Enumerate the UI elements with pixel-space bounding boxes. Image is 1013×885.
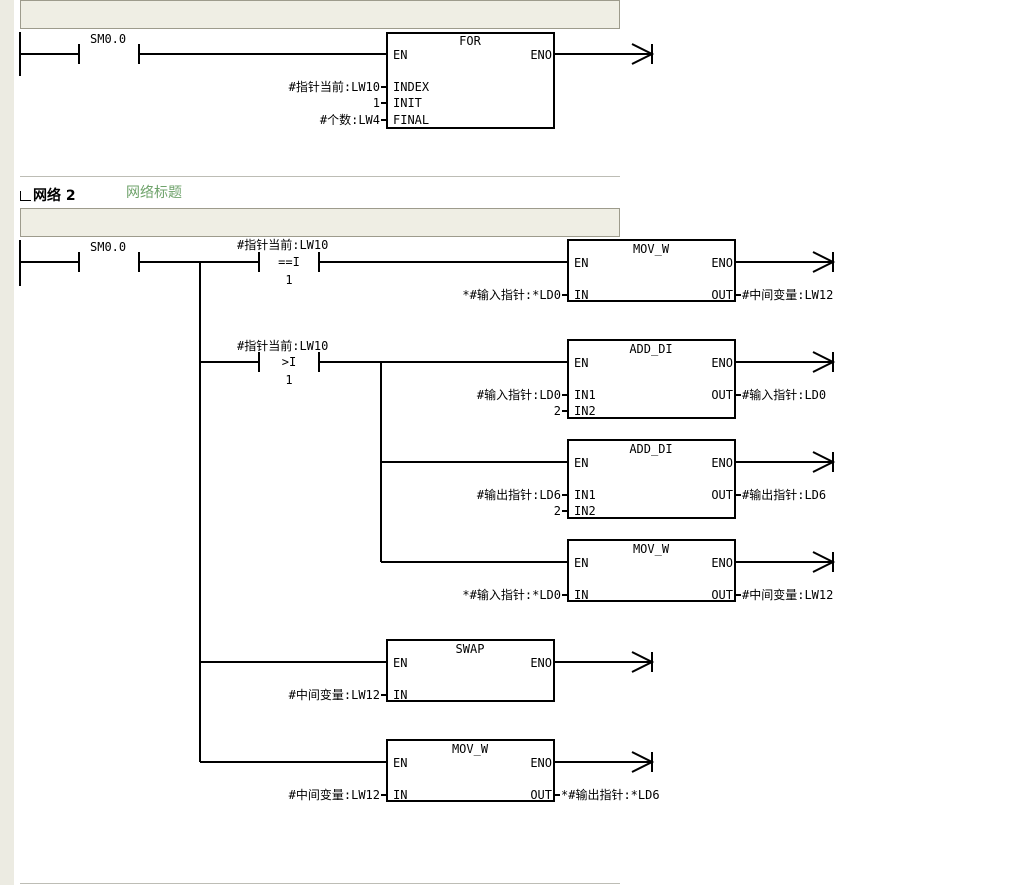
block-name: FOR [459,34,481,48]
operand-label: #输入指针:LD0 [742,387,826,402]
add-di-block-1 [567,339,736,419]
pin-label: FINAL [393,113,429,127]
operand-label: #输出指针:LD6 [477,487,561,502]
pin-label: IN1 [574,488,596,502]
contact-label: SM0.0 [90,32,126,46]
operand-label: #输出指针:LD6 [742,487,826,502]
en-pin: EN [574,256,588,270]
operand-label: #中间变量:LW12 [742,287,833,302]
eno-pin: ENO [711,456,733,470]
block-name: ADD_DI [629,342,672,356]
operand-label: 2 [554,504,561,518]
pin-label: OUT [711,488,733,502]
network2-header[interactable]: 网络 2 [20,185,76,205]
operand-label: #中间变量:LW12 [289,687,380,702]
operand-label: *#输出指针:*LD6 [561,787,660,802]
eno-pin: ENO [711,356,733,370]
mov-w-block-2 [567,539,736,602]
mov-w-block-3 [386,739,555,802]
block-name: MOV_W [633,542,670,556]
add-di-block-2 [567,439,736,519]
contact-label: SM0.0 [90,240,126,254]
operand-label: *#输入指针:*LD0 [462,587,561,602]
network2-comment-bar[interactable] [20,208,620,237]
compare-op: ==I [278,255,300,269]
en-pin: EN [574,356,588,370]
compare-operand2: 1 [285,273,292,287]
eno-pin: ENO [711,256,733,270]
compare-operand1: #指针当前:LW10 [237,237,328,252]
block-name: MOV_W [452,742,489,756]
pin-label: IN [574,288,588,302]
left-gutter [0,0,14,885]
network1-comment-bar[interactable] [20,0,620,29]
pin-label: IN [393,688,407,702]
compare-operand1: #指针当前:LW10 [237,338,328,353]
collapse-icon[interactable] [20,191,31,201]
en-pin: EN [574,456,588,470]
pin-label: IN [393,788,407,802]
network2-label: 网络 2 [33,188,76,204]
eno-pin: ENO [530,48,552,62]
pin-label: IN2 [574,504,596,518]
pin-label: IN1 [574,388,596,402]
network2-title[interactable]: 网络标题 [126,185,182,201]
compare-operand2: 1 [285,373,292,387]
operand-label: 2 [554,404,561,418]
for-block-frame [386,32,555,129]
pin-label: OUT [530,788,552,802]
pin-label: OUT [711,288,733,302]
operand-label: *#输入指针:*LD0 [462,287,561,302]
operand-label: #输入指针:LD0 [477,387,561,402]
operand-label: #个数:LW4 [320,112,380,127]
swap-block [386,639,555,702]
en-pin: EN [393,756,407,770]
pin-label: OUT [711,588,733,602]
pin-label: IN [574,588,588,602]
operand-label: #指针当前:LW10 [289,79,380,94]
eno-pin: ENO [530,756,552,770]
en-pin: EN [393,656,407,670]
block-name: MOV_W [633,242,670,256]
block-name: SWAP [456,642,485,656]
network-separator-bottom [20,883,620,884]
en-pin: EN [393,48,407,62]
pin-label: INDEX [393,80,430,94]
block-name: ADD_DI [629,442,672,456]
network-separator [20,176,620,177]
en-pin: EN [574,556,588,570]
operand-label: #中间变量:LW12 [742,587,833,602]
compare-op: >I [282,355,296,369]
pin-label: IN2 [574,404,596,418]
operand-label: 1 [373,96,380,110]
pin-label: OUT [711,388,733,402]
eno-pin: ENO [530,656,552,670]
mov-w-block-1 [567,239,736,302]
operand-label: #中间变量:LW12 [289,787,380,802]
pin-label: INIT [393,96,422,110]
eno-pin: ENO [711,556,733,570]
